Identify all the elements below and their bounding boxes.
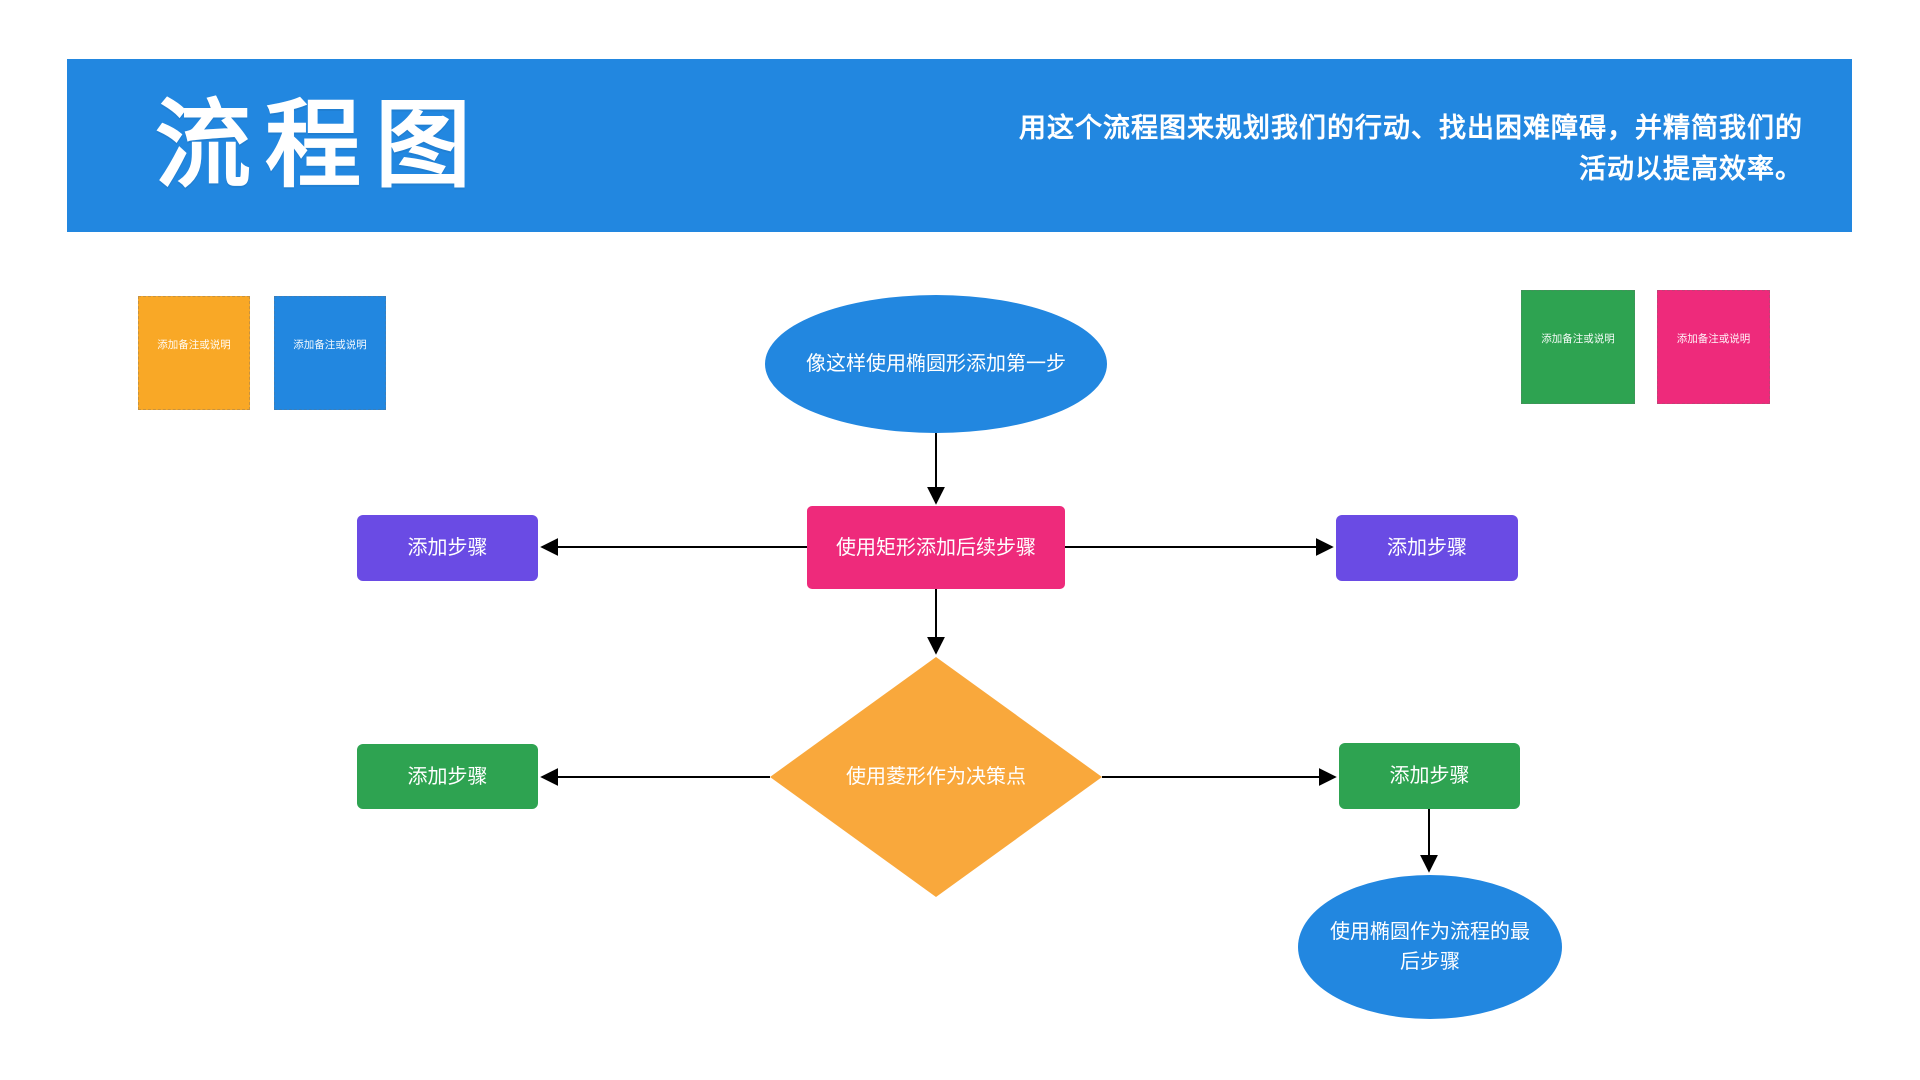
sticky-note-label: 添加备注或说明 (293, 339, 367, 351)
node-process-rectangle[interactable]: 使用矩形添加后续步骤 (807, 506, 1065, 589)
node-step-left-purple[interactable]: 添加步骤 (357, 515, 538, 581)
sticky-note-blue[interactable]: 添加备注或说明 (274, 296, 386, 410)
node-label: 添加步骤 (1387, 537, 1467, 559)
node-label: 使用椭圆作为流程的最后步骤 (1330, 921, 1530, 973)
sticky-note-pink[interactable]: 添加备注或说明 (1657, 290, 1770, 404)
header-description: 用这个流程图来规划我们的行动、找出困难障碍，并精简我们的 活动以提高效率。 (943, 102, 1803, 189)
page-title: 流程图 (155, 91, 485, 199)
header-banner: 流程图 用这个流程图来规划我们的行动、找出困难障碍，并精简我们的 活动以提高效率… (67, 59, 1852, 232)
node-label: 添加步骤 (1389, 765, 1470, 787)
node-label: 使用矩形添加后续步骤 (836, 536, 1036, 559)
node-step-right-purple[interactable]: 添加步骤 (1336, 515, 1518, 581)
sticky-note-label: 添加备注或说明 (1541, 333, 1615, 345)
node-step-left-green[interactable]: 添加步骤 (357, 744, 538, 809)
node-label: 添加步骤 (407, 765, 488, 788)
sticky-note-label: 添加备注或说明 (1676, 333, 1751, 345)
node-label: 像这样使用椭圆形添加第一步 (806, 353, 1066, 375)
header-description-line: 活动以提高效率。 (1579, 153, 1803, 184)
node-step-right-green[interactable]: 添加步骤 (1339, 743, 1520, 809)
node-label: 添加步骤 (407, 537, 488, 559)
node-start-ellipse[interactable]: 像这样使用椭圆形添加第一步 (765, 295, 1107, 433)
sticky-note-green[interactable]: 添加备注或说明 (1521, 290, 1635, 404)
node-label: 使用菱形作为决策点 (846, 766, 1026, 788)
node-end-ellipse[interactable]: 使用椭圆作为流程的最后步骤 (1298, 875, 1562, 1019)
sticky-note-label: 添加备注或说明 (157, 339, 231, 351)
header-description-line: 用这个流程图来规划我们的行动、找出困难障碍，并精简我们的 (1019, 113, 1803, 143)
sticky-note-orange[interactable]: 添加备注或说明 (138, 296, 250, 410)
